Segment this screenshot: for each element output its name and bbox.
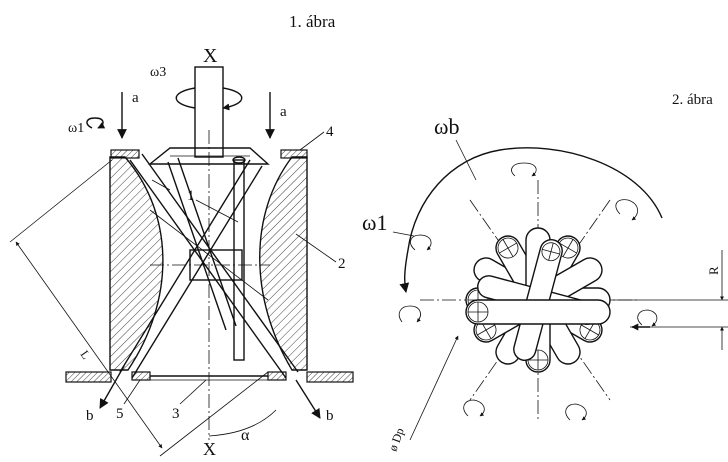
feed-label-left: a (132, 90, 139, 106)
axis-label-top: X (203, 45, 218, 67)
exit-label-left: b (86, 408, 94, 424)
top-ring-right (280, 149, 308, 159)
guide-block-right (259, 156, 308, 371)
exit-arrow-right (295, 379, 321, 419)
omega1-label-fig1: ω1 (68, 121, 84, 136)
part-label-5: 5 (116, 406, 124, 422)
part-label-3: 3 (172, 406, 180, 422)
exit-label-right: b (326, 408, 334, 424)
diameter-leader (409, 335, 459, 441)
length-extension-bottom (159, 371, 269, 457)
top-ring-left (110, 149, 140, 159)
rod-bundle (465, 227, 611, 373)
figure-1-title: 1. ábra (289, 12, 336, 31)
radius-label: R (706, 266, 721, 275)
length-dimension-line (15, 241, 163, 449)
guide-block-left (109, 156, 164, 371)
angle-arc (208, 409, 277, 437)
length-label: L (78, 348, 94, 362)
figure-2-title: 2. ábra (672, 92, 713, 108)
rod-rotation-arrows (398, 162, 658, 421)
part-label-1: 1 (187, 188, 195, 204)
omega3-rotation-arrow (175, 87, 243, 108)
inclined-rod-3 (167, 157, 237, 331)
base-plate-right (306, 371, 354, 383)
base-plate-left (65, 371, 112, 383)
angle-label: α (241, 427, 250, 444)
omega1-leader (392, 231, 415, 237)
length-extension-top (9, 159, 113, 243)
rotor-head (148, 147, 270, 165)
part-label-2: 2 (338, 256, 346, 272)
axis-label-bottom: X (203, 439, 216, 457)
omega1-label-fig2: ω1 (362, 210, 387, 235)
feed-label-right: a (280, 104, 287, 120)
omega1-rotation-arrow-fig1 (86, 117, 106, 129)
figure-1: 1. ábra X X ω3 a a ω1 (9, 12, 354, 459)
omega-b-leader (455, 139, 477, 181)
omega3-label: ω3 (150, 65, 166, 80)
omega-b-rotation-arc (399, 147, 663, 293)
diameter-label: ø Dp (386, 426, 407, 453)
omega-b-label: ωb (434, 114, 459, 139)
vertical-rod (233, 159, 245, 361)
part-label-4: 4 (326, 124, 334, 140)
figure-2: 2. ábra ωb ω1 (362, 92, 728, 453)
